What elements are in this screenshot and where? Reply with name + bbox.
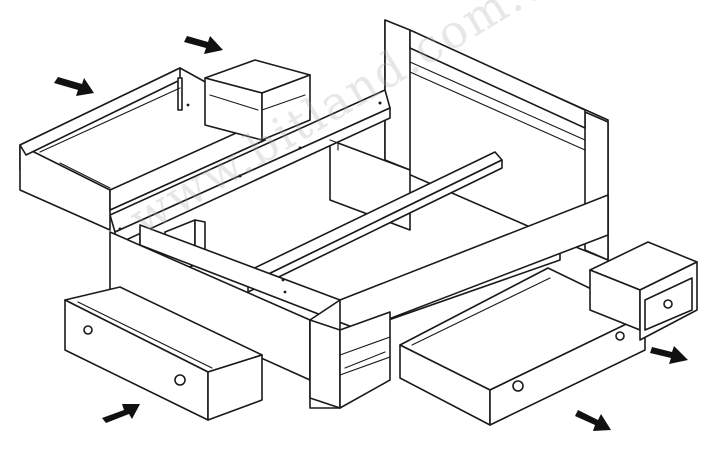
bed-frame — [109, 89, 609, 409]
left-drawer — [64, 286, 263, 421]
right-nightstand-arrow — [650, 346, 688, 364]
right-drawer-side-knob — [615, 331, 625, 341]
left-drawer-arrow — [102, 404, 140, 423]
left-storage-box — [19, 67, 266, 231]
left-drawer-front-knob — [174, 374, 186, 386]
right-nightstand — [589, 241, 698, 341]
right-drawer-arrow — [575, 410, 611, 431]
right-nightstand-knob — [663, 299, 673, 309]
left-nightstand — [204, 59, 311, 141]
left-nightstand-arrow — [184, 36, 223, 54]
left-drawer-knob — [83, 325, 93, 335]
left-storage-box-arrow — [54, 77, 94, 96]
right-drawer-knob — [512, 380, 524, 392]
